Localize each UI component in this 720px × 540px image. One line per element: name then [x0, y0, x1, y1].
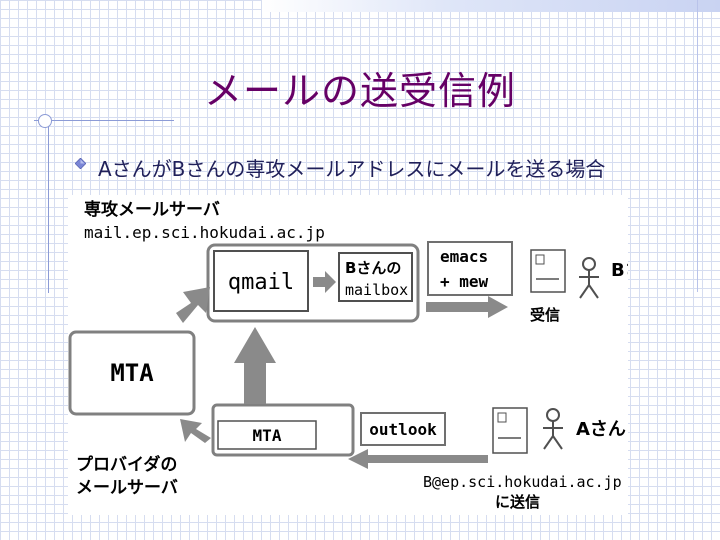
receive-label: 受信	[530, 306, 560, 324]
provider-line2: メールサーバ	[76, 478, 178, 498]
server-host: mail.ep.sci.hokudai.ac.jp	[84, 223, 325, 242]
qmail-box	[213, 250, 309, 312]
mail-flow-diagram: 専攻メールサーバ mail.ep.sci.hokudai.ac.jp qmail…	[68, 195, 628, 515]
send-address: B@ep.sci.hokudai.ac.jp	[423, 473, 622, 491]
slide-title: メールの送受信例	[203, 69, 516, 113]
arrow-mta-to-server	[176, 287, 210, 323]
mta-small-label: MTA	[253, 426, 282, 445]
a-person-icon	[543, 408, 563, 450]
emacs-line1: emacs	[440, 247, 488, 266]
outlook-box	[360, 412, 446, 446]
mta-big-box	[68, 330, 196, 416]
right-decor-line	[697, 0, 698, 292]
b-person-label: Bさん	[611, 260, 628, 281]
arrow-to-b	[426, 296, 508, 318]
bullet-text: AさんがBさんの専攻メールアドレスにメールを送る場合	[98, 157, 606, 181]
diamond-bullet-icon	[75, 158, 86, 169]
a-person-label: Aさん	[576, 419, 626, 440]
b-document-icon	[530, 249, 566, 293]
mailbox-line1: Bさんの	[345, 259, 401, 277]
left-decor-line	[48, 118, 49, 293]
provider-line1: プロバイダの	[76, 454, 177, 475]
qmail-label: qmail	[228, 270, 294, 295]
send-label: に送信	[495, 493, 540, 511]
top-gradient-bar	[262, 0, 720, 12]
mta-big-label: MTA	[110, 359, 154, 387]
emacs-line2: + mew	[440, 272, 489, 291]
outlook-label: outlook	[369, 420, 437, 439]
mailbox-line2: mailbox	[345, 281, 408, 299]
arrow-provider-to-server	[234, 327, 276, 404]
a-document-icon	[492, 407, 528, 454]
arrow-qmail-to-mailbox	[313, 271, 336, 293]
arrow-a-to-provider	[348, 449, 488, 469]
emacs-box	[427, 241, 513, 296]
b-person-icon	[579, 257, 599, 299]
arrow-provider-to-mta	[180, 419, 211, 443]
decor-circle-icon	[38, 114, 52, 128]
mailbox-box	[338, 252, 413, 302]
mta-small-box	[217, 420, 317, 450]
title-underline	[34, 120, 174, 121]
server-label: 専攻メールサーバ	[84, 199, 220, 220]
